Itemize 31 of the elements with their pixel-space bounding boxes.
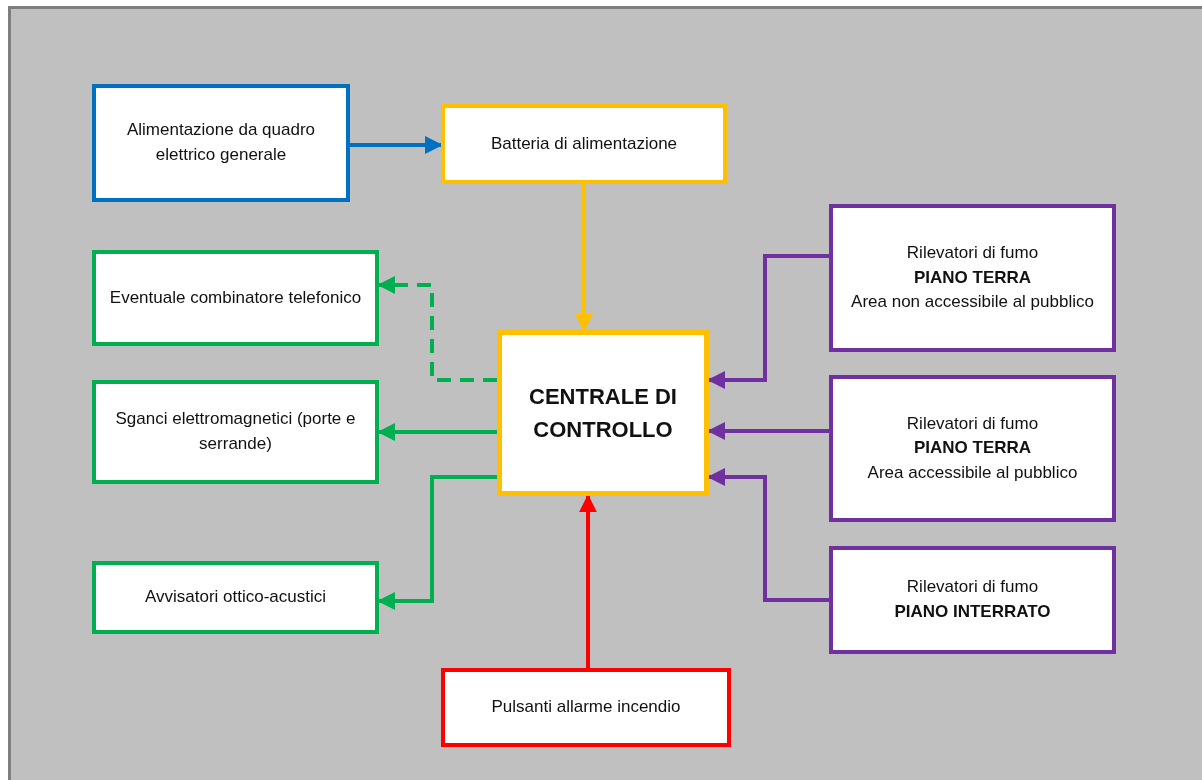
arrow bbox=[707, 422, 829, 440]
box-label: Sganci elettromagnetici (porte e serrande) bbox=[114, 408, 357, 455]
location-label: PIANO TERRA bbox=[913, 437, 1032, 460]
arrow bbox=[575, 184, 593, 332]
box-label: Rilevatori di fumo bbox=[906, 242, 1039, 265]
location-label: PIANO INTERRATO bbox=[894, 601, 1051, 623]
process-box bbox=[92, 84, 350, 202]
box-label: CENTRALE DI CONTROLLO bbox=[528, 383, 678, 444]
box-label: Area accessibile al pubblico bbox=[867, 461, 1078, 484]
arrow bbox=[707, 468, 829, 602]
box-label: Batteria di alimentazione bbox=[490, 132, 678, 155]
box-label: Area non accessibile al pubblico bbox=[851, 291, 1094, 314]
process-box bbox=[829, 546, 1116, 654]
process-box bbox=[92, 380, 379, 484]
process-box bbox=[441, 104, 727, 184]
process-box bbox=[441, 668, 731, 747]
process-box bbox=[829, 204, 1116, 352]
box-label: Rilevatori di fumo bbox=[906, 412, 1039, 435]
arrow bbox=[707, 254, 829, 389]
arrow bbox=[579, 494, 597, 668]
central-unit-box bbox=[497, 330, 709, 496]
location-label: PIANO TERRA bbox=[913, 266, 1032, 289]
box-label: Alimentazione da quadro elettrico generale bbox=[125, 119, 317, 166]
process-box bbox=[829, 375, 1116, 522]
box-label: Avvisatori ottico-acustici bbox=[144, 586, 327, 609]
arrow bbox=[350, 136, 443, 154]
box-label: Pulsanti allarme incendio bbox=[491, 696, 681, 719]
box-label: Eventuale combinatore telefonico bbox=[109, 286, 362, 309]
box-label: Rilevatori di fumo bbox=[906, 576, 1039, 599]
process-box bbox=[92, 250, 379, 346]
process-box bbox=[92, 561, 379, 634]
